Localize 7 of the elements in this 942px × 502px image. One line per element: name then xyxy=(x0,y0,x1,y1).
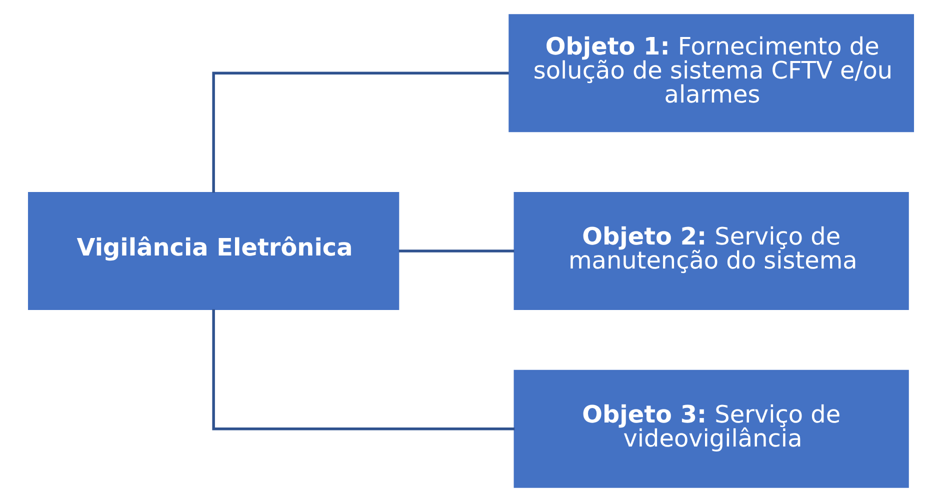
node-box: Objeto 1: Fornecimento de solução de sistema CFTV e/ou alarmes xyxy=(508,14,914,132)
connector xyxy=(212,309,515,430)
connector xyxy=(212,72,509,193)
node-box: Vigilância Eletrônica xyxy=(28,192,400,310)
connector xyxy=(398,250,514,252)
node-box: Objeto 3: Serviço de videovigilância xyxy=(514,370,909,488)
node-box: Objeto 2: Serviço de manutenção do sistema xyxy=(514,192,909,310)
